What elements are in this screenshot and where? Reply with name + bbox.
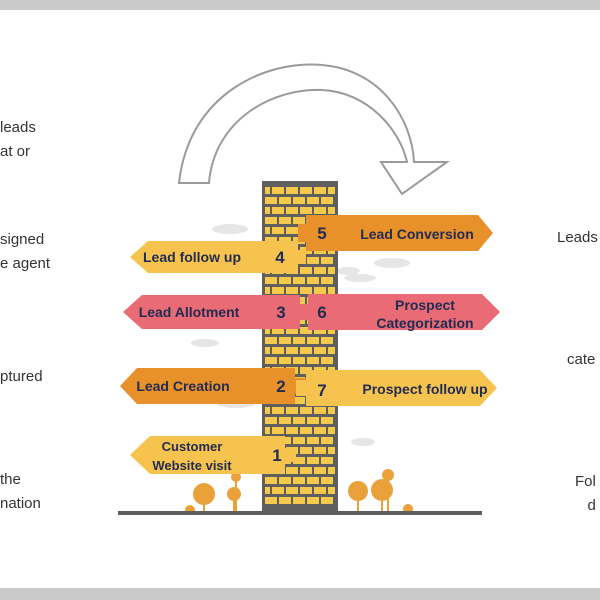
step-arrow-7: 7 Prospect follow up (296, 370, 497, 406)
step-label-4: Lead follow up (143, 249, 241, 265)
right-note-2: cate (567, 351, 596, 368)
right-note-3: Fol d (575, 473, 596, 514)
step-number-5: 5 (317, 224, 326, 243)
left-note-1: leads at or (0, 119, 36, 160)
step-label-1a: Customer (162, 439, 223, 454)
step-label-3: Lead Allotment (139, 304, 240, 320)
step-label-6b: Categorization (376, 315, 473, 331)
step-arrow-5: 5 Lead Conversion (298, 215, 493, 251)
step-number-3: 3 (276, 303, 285, 322)
lead-process-diagram: 1 Customer Website visit 2 Lead Creation… (118, 63, 500, 515)
step-number-4: 4 (275, 248, 285, 267)
step-arrow-1: 1 Customer Website visit (130, 436, 296, 474)
step-arrow-3: 3 Lead Allotment (123, 295, 308, 329)
step-label-7: Prospect follow up (362, 381, 487, 397)
trees-illustration (185, 469, 413, 515)
step-number-1: 1 (272, 446, 281, 465)
curved-arrow-icon (177, 63, 451, 196)
left-note-2: signed e agent (0, 231, 51, 272)
step-number-6: 6 (317, 303, 326, 322)
step-label-5: Lead Conversion (360, 226, 474, 242)
step-number-2: 2 (276, 377, 285, 396)
slide-canvas: leads at or signed e agent ptured the na… (0, 10, 600, 588)
step-arrow-2: 2 Lead Creation (120, 368, 306, 404)
step-label-6a: Prospect (395, 297, 455, 313)
right-note-1: Leads (557, 229, 598, 246)
left-note-3: ptured (0, 368, 43, 385)
step-label-1b: Website visit (152, 458, 232, 473)
step-label-2: Lead Creation (136, 378, 229, 394)
step-arrow-4: 4 Lead follow up (130, 241, 306, 273)
step-arrow-6: 6 Prospect Categorization (300, 294, 500, 331)
left-note-4: the nation (0, 471, 41, 512)
step-number-7: 7 (317, 381, 326, 400)
